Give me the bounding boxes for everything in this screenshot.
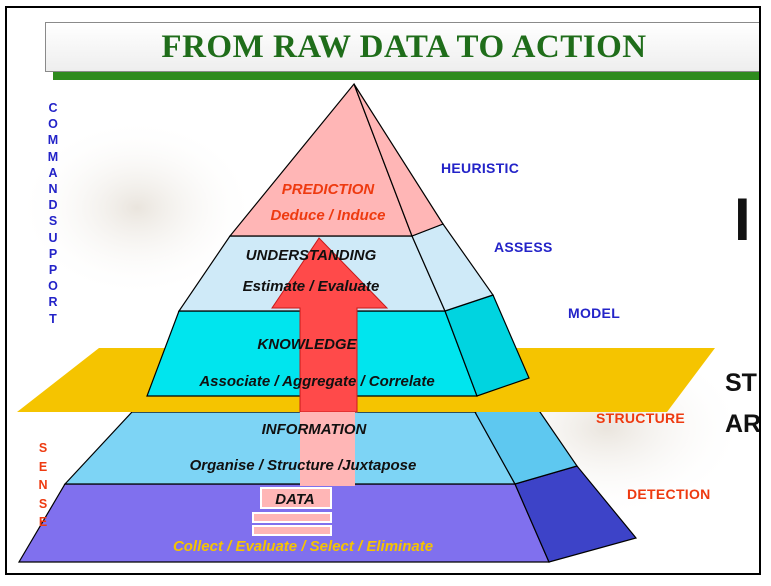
- right-text-fragment-2: AR: [725, 410, 761, 438]
- assess-label: ASSESS: [494, 239, 553, 255]
- page-title: FROM RAW DATA TO ACTION: [161, 28, 647, 65]
- knowledge-action: Associate / Aggregate / Correlate: [198, 373, 434, 390]
- arrow-segment: [252, 512, 332, 523]
- knowledge-label: KNOWLEDGE: [257, 336, 357, 353]
- information-action: Organise / Structure /Juxtapose: [190, 457, 417, 474]
- prediction-label: PREDICTION: [282, 181, 376, 198]
- understanding-label: UNDERSTANDING: [246, 247, 377, 264]
- pyramid-diagram: PREDICTION Deduce / Induce UNDERSTANDING…: [17, 82, 747, 563]
- sense-vertical-label: SENSE: [38, 441, 48, 529]
- structure-label: STRUCTURE: [596, 410, 686, 426]
- prediction-action: Deduce / Induce: [270, 207, 385, 224]
- data-action: Collect / Evaluate / Select / Eliminate: [173, 538, 433, 555]
- arrow-segment: [260, 487, 332, 509]
- heuristic-label: HEURISTIC: [441, 160, 520, 176]
- detection-label: DETECTION: [627, 486, 711, 502]
- information-label: INFORMATION: [262, 421, 368, 438]
- arrow-shaft-lower: [300, 412, 355, 486]
- prediction-layer-side: [353, 83, 444, 237]
- understanding-action: Estimate / Evaluate: [243, 278, 380, 295]
- command-support-vertical-label: COMMANDSUPPORT: [47, 101, 59, 326]
- arrow-segment: [252, 525, 332, 536]
- right-text-fragment-1: ST: [725, 369, 757, 397]
- data-label: DATA: [275, 491, 314, 508]
- large-letter-fragment: I: [734, 186, 751, 253]
- title-banner: FROM RAW DATA TO ACTION: [45, 22, 759, 72]
- slide-frame: PREDICTION Deduce / Induce UNDERSTANDING…: [5, 6, 761, 575]
- background-blur: [17, 118, 257, 298]
- model-label: MODEL: [568, 305, 621, 321]
